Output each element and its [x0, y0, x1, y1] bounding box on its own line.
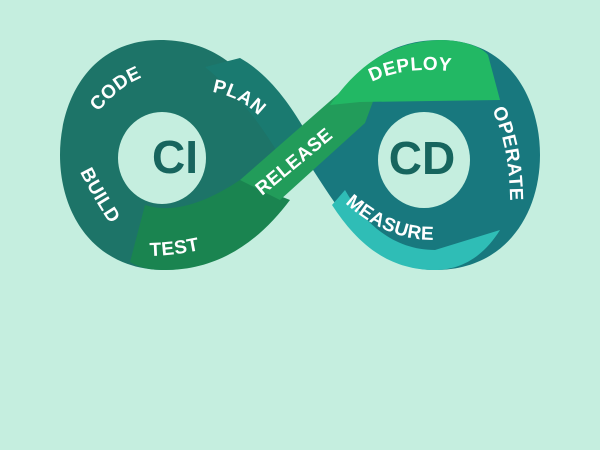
- test-segment: [130, 180, 290, 270]
- measure-segment: [332, 190, 500, 270]
- plan-segment: [205, 58, 305, 165]
- ci-label: CI: [152, 131, 198, 183]
- ci-hub: [118, 112, 206, 204]
- cd-label: CD: [389, 132, 455, 184]
- release-segment: [240, 88, 378, 200]
- cd-hub: [378, 112, 470, 208]
- deploy-segment: [330, 40, 500, 105]
